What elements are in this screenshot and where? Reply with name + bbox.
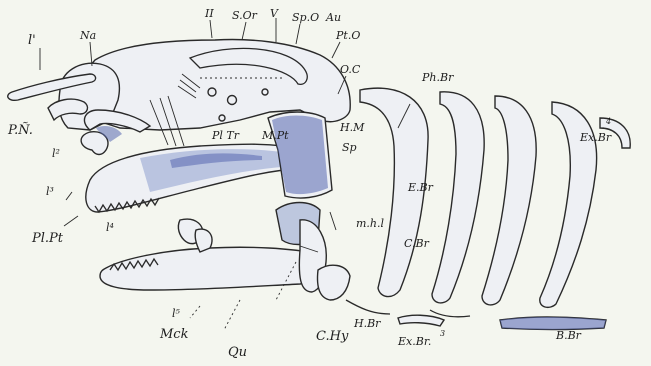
label-exbr2-sup: 3 xyxy=(440,330,445,338)
label-plpt: Pl.Pt xyxy=(32,232,63,245)
label-v: V xyxy=(270,8,278,19)
hypobranchial-curve xyxy=(346,300,390,314)
leader-l3 xyxy=(66,192,72,200)
foramen-4 xyxy=(219,115,225,121)
label-exbr-sup: 4 xyxy=(606,118,611,126)
leader-plpt xyxy=(64,216,78,226)
label-mhl: m.h.l xyxy=(356,218,384,229)
label-na: Na xyxy=(80,30,96,41)
label-spo: Sp.O xyxy=(292,12,319,23)
leader-so xyxy=(242,22,246,40)
extrabranchial-3 xyxy=(398,315,444,326)
label-chy: C.Hy xyxy=(316,330,348,343)
foramen-2 xyxy=(228,96,237,105)
label-pltr: Pl Tr xyxy=(212,130,239,141)
label-l3: l³ xyxy=(46,186,54,197)
label-l1: l' xyxy=(28,34,36,47)
foramen-3 xyxy=(262,89,268,95)
leader-spo xyxy=(296,24,300,44)
label-cbr: C.Br xyxy=(404,238,429,249)
ceratohyal xyxy=(318,265,351,300)
label-ii: II xyxy=(205,8,214,19)
label-pn: P.Ñ. xyxy=(8,124,33,137)
labial-cartilage-5 xyxy=(195,229,212,252)
leader-plo xyxy=(332,42,340,58)
label-sp: Sp xyxy=(342,142,357,153)
label-exbr2: Ex.Br. xyxy=(398,336,431,347)
label-plo: Pt.O xyxy=(336,30,360,41)
label-oc: O.C xyxy=(340,64,360,75)
label-so: S.Or xyxy=(232,10,257,21)
label-exbr: Ex.Br xyxy=(580,132,611,143)
label-hbr: H.Br xyxy=(354,318,380,329)
leader-na xyxy=(90,42,92,66)
label-ebr: E.Br xyxy=(408,182,433,193)
branchial-arch-2 xyxy=(432,92,484,303)
label-mck: Mck xyxy=(160,328,188,341)
label-bbr: B.Br xyxy=(556,330,581,341)
branchial-arch-3 xyxy=(482,96,536,305)
label-mpt: M.Pt xyxy=(262,130,289,141)
meckel-cartilage xyxy=(100,247,322,290)
label-au: Au xyxy=(326,12,341,23)
foramen-1 xyxy=(208,88,216,96)
label-l5: l⁵ xyxy=(172,308,180,319)
label-l2: l² xyxy=(52,148,60,159)
label-phbr: Ph.Br xyxy=(422,72,453,83)
label-qu: Qu xyxy=(228,346,247,359)
leader-sp xyxy=(330,212,336,230)
hypobranchial-curve-2 xyxy=(430,310,470,317)
label-hm: H.M xyxy=(340,122,364,133)
label-l4: l⁴ xyxy=(106,222,114,233)
leader-ii xyxy=(210,20,212,38)
leader-l5 xyxy=(190,306,200,318)
